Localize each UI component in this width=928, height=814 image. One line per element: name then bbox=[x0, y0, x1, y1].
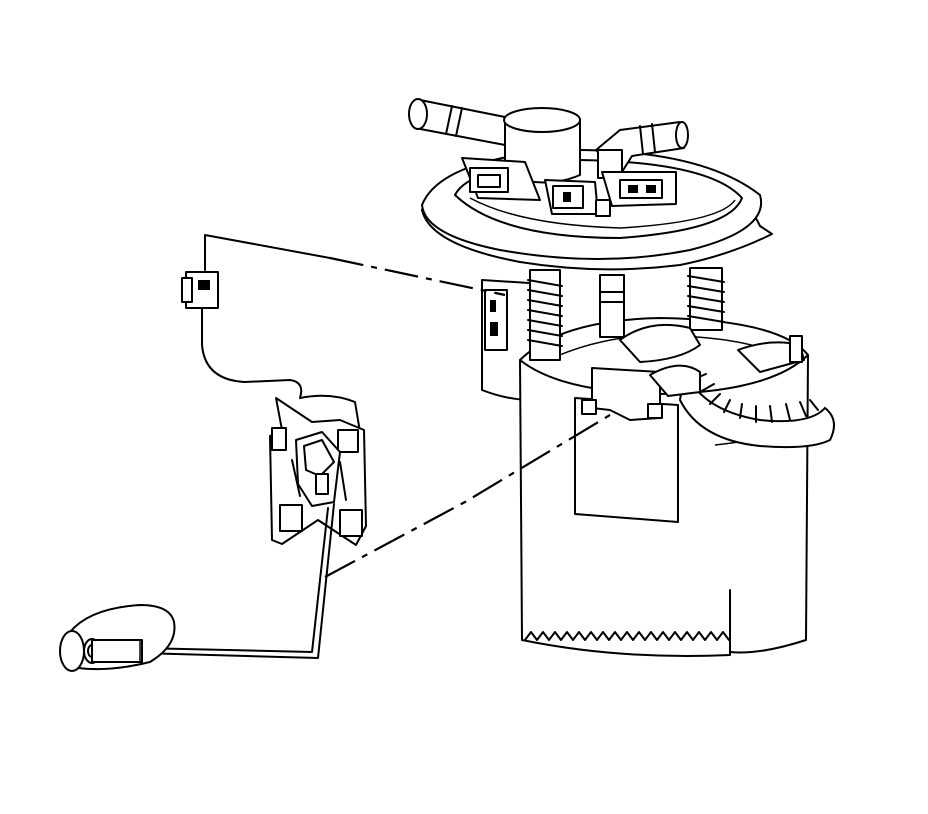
wiring-harness bbox=[619, 323, 835, 449]
left-pipe bbox=[408, 98, 511, 146]
support-springs bbox=[527, 267, 725, 361]
float bbox=[59, 604, 176, 672]
fuel-feed-pipe bbox=[599, 274, 625, 338]
left-connector bbox=[461, 157, 541, 201]
assembly-leader-lines bbox=[204, 234, 616, 578]
sensor-connector bbox=[181, 271, 219, 309]
right-pipe bbox=[595, 121, 689, 179]
right-spring bbox=[687, 267, 725, 331]
float-arm bbox=[139, 503, 335, 659]
flange-electrical-connectors bbox=[461, 157, 677, 217]
middle-connector bbox=[544, 179, 599, 215]
fuel-level-sensor bbox=[59, 271, 367, 672]
right-connector bbox=[595, 171, 677, 217]
left-spring bbox=[527, 269, 563, 361]
sensor-housing bbox=[269, 397, 367, 546]
